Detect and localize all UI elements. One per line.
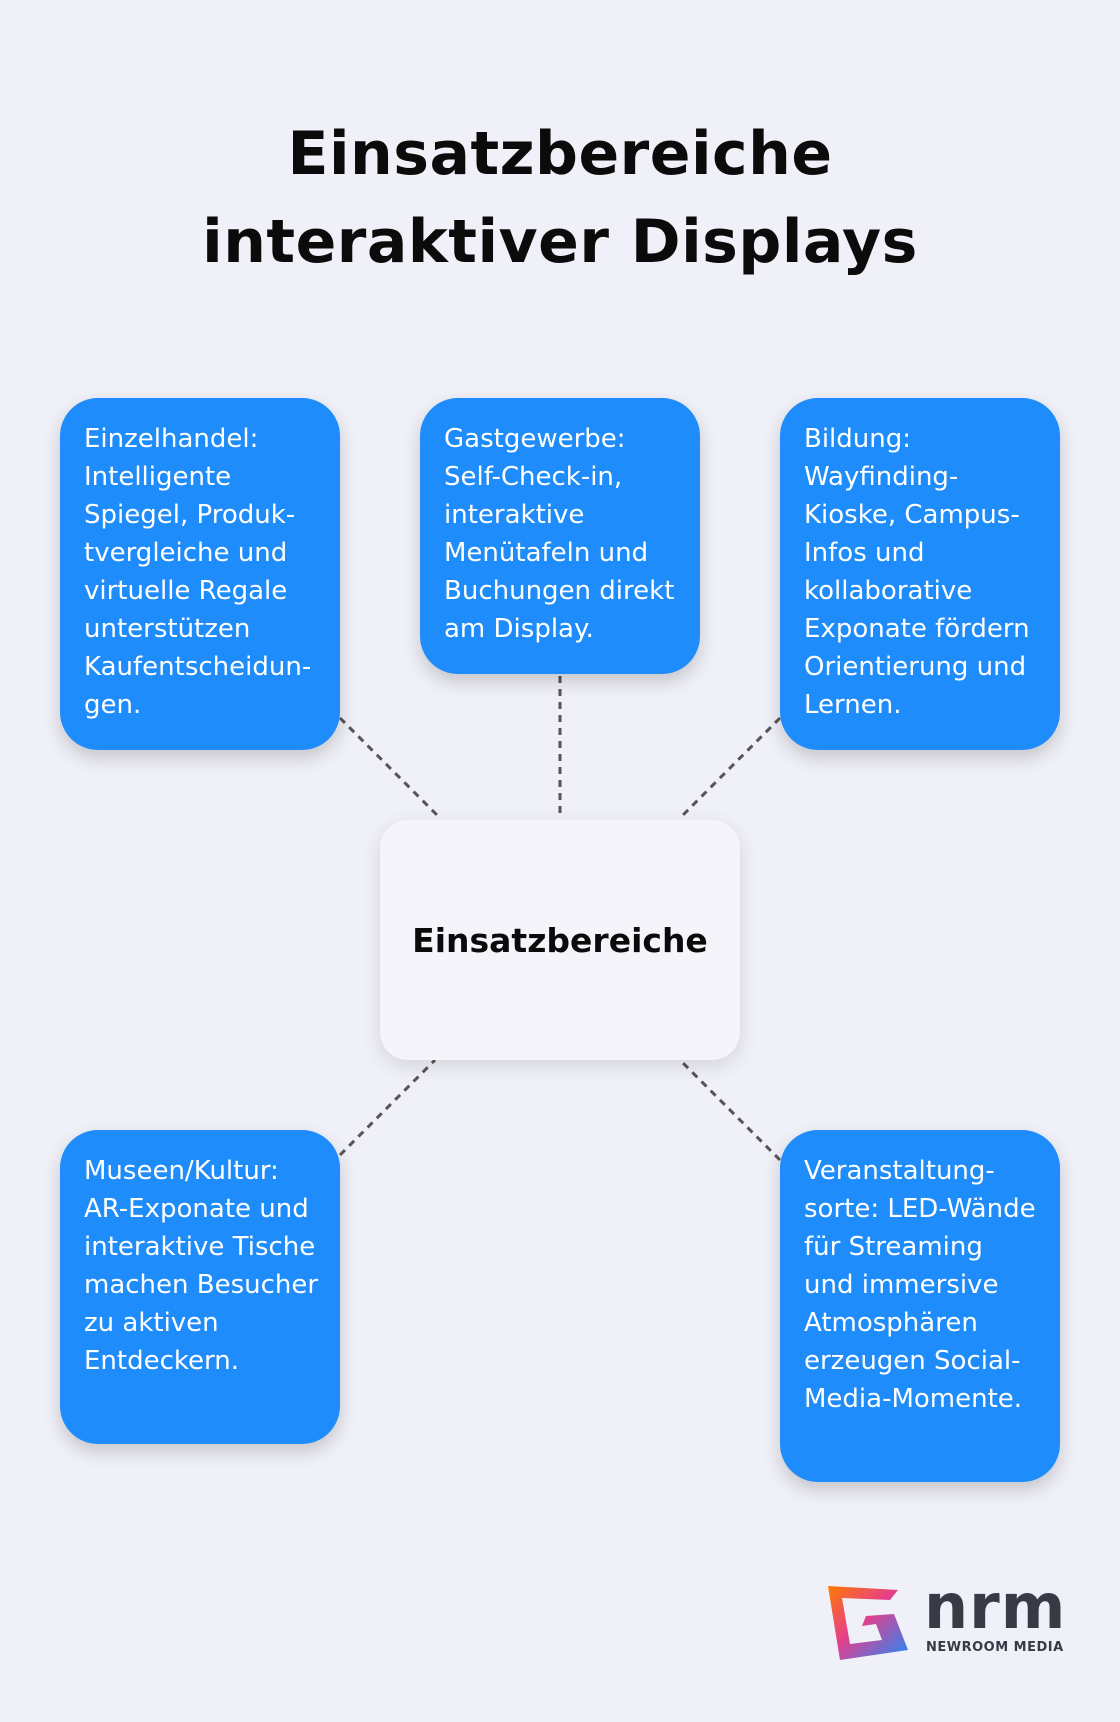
node-education: Bildung: Wayfinding-Kioske, Campus-Infos… xyxy=(780,398,1060,750)
connector-retail xyxy=(338,716,442,820)
logo-subtitle: NEWROOM MEDIA xyxy=(926,1640,1064,1655)
node-events-text: Veranstaltung-sorte: LED-Wände für Strea… xyxy=(804,1156,1036,1414)
logo-wordmark: nrm xyxy=(924,1570,1067,1643)
node-museums: Museen/Kultur: AR-Exponate und interakti… xyxy=(60,1130,340,1444)
node-retail-text: Einzelhandel: Intelligente Spiegel, Prod… xyxy=(84,424,312,720)
connector-education xyxy=(678,716,782,820)
node-retail: Einzelhandel: Intelligente Spiegel, Prod… xyxy=(60,398,340,750)
logo-mark-icon xyxy=(828,1586,908,1660)
center-node-label: Einsatzbereiche xyxy=(412,920,708,960)
connector-events xyxy=(678,1058,782,1162)
connector-museums xyxy=(338,1058,437,1157)
page-title: Einsatzbereiche interaktiver Displays xyxy=(202,119,918,277)
center-node: Einsatzbereiche xyxy=(380,820,740,1060)
node-hospitality: Gastgewerbe: Self-Check-in, interaktive … xyxy=(420,398,700,674)
node-hospitality-text: Gastgewerbe: Self-Check-in, interaktive … xyxy=(444,424,675,644)
node-events: Veranstaltung-sorte: LED-Wände für Strea… xyxy=(780,1130,1060,1482)
node-museums-text: Museen/Kultur: AR-Exponate und interakti… xyxy=(84,1156,319,1376)
nrm-logo: nrm NEWROOM MEDIA xyxy=(820,1572,1070,1660)
node-education-text: Bildung: Wayfinding-Kioske, Campus-Infos… xyxy=(804,424,1030,720)
